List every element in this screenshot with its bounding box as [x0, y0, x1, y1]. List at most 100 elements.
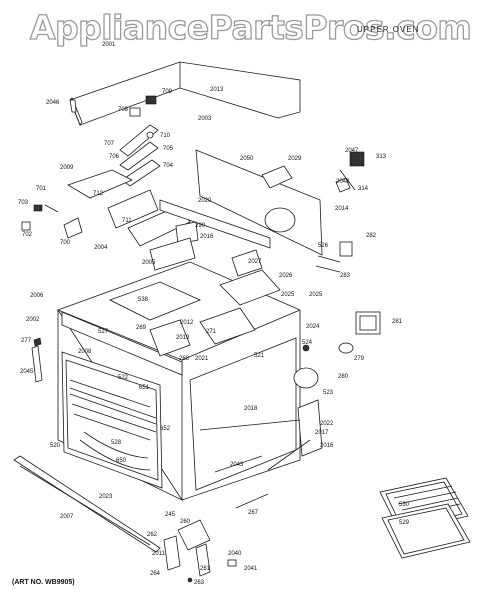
callout-labels: 2001 2046 708 709 2013 2003 707 710 706 705 704 200…: [18, 42, 410, 586]
part-callout-label: 2014: [335, 206, 349, 212]
part-callout-label: 2002: [26, 317, 40, 323]
broiler-pan-part: [379, 477, 471, 559]
part-callout-label: 2022: [320, 421, 334, 427]
part-callout-label: 290: [195, 223, 206, 229]
part-callout-label: 2024: [306, 324, 320, 330]
part-callout-label: 2009: [60, 165, 74, 171]
part-callout-label: 264: [150, 571, 161, 577]
part-callout-label: 282: [366, 233, 377, 239]
part-callout-label: 2021: [195, 356, 209, 362]
part-callout-label: 2001: [102, 42, 116, 48]
part-callout-label: 707: [104, 141, 115, 147]
part-callout-label: 279: [354, 356, 365, 362]
part-callout-label: 711: [122, 218, 132, 224]
part-callout-label: 2048: [336, 179, 350, 185]
part-callout-label: 703: [18, 200, 29, 206]
part-callout-label: 710: [160, 133, 171, 139]
part-callout-label: 277: [21, 338, 32, 344]
part-callout-label: 314: [358, 186, 369, 192]
bottom-hinge-parts: [163, 519, 237, 583]
part-callout-label: 704: [163, 163, 174, 169]
left-plate-part: [67, 169, 191, 247]
section-title: UPPER OVEN: [357, 25, 420, 34]
part-callout-label: 262: [147, 532, 158, 538]
right-hardware-part: [315, 241, 353, 273]
small-left-parts: [21, 204, 83, 239]
part-callout-label: 538: [138, 297, 149, 303]
part-callout-label: 529: [399, 520, 410, 526]
part-callout-label: 524: [302, 340, 313, 346]
part-callout-label: 705: [163, 146, 174, 152]
part-callout-label: 2026: [279, 273, 293, 279]
part-callout-label: 2027: [248, 259, 262, 265]
part-callout-label: 260: [180, 519, 191, 525]
part-callout-label: 2018: [244, 406, 258, 412]
part-callout-label: 245: [165, 512, 176, 518]
site-watermark: AppliancePartsPros.com: [29, 7, 472, 47]
part-callout-label: 520: [50, 443, 61, 449]
part-callout-label: 706: [109, 154, 120, 160]
part-callout-label: 2005: [142, 260, 156, 266]
part-callout-label: 522: [118, 375, 129, 381]
part-callout-label: 2020: [198, 198, 212, 204]
part-callout-label: 702: [22, 232, 33, 238]
oven-cavity-part: [61, 351, 163, 489]
part-callout-label: 528: [111, 440, 122, 446]
oven-body-part: [56, 261, 301, 502]
part-callout-label: 269: [136, 325, 147, 331]
part-callout-label: 650: [116, 458, 127, 464]
part-callout-label: 2003: [198, 116, 212, 122]
part-callout-label: 652: [160, 426, 171, 432]
part-callout-label: 2004: [94, 245, 108, 251]
part-callout-label: 2025: [309, 292, 323, 298]
side-strip-part: [31, 337, 43, 383]
mid-bracket-part: [149, 199, 271, 277]
part-callout-label: 2013: [210, 87, 224, 93]
part-callout-label: 2016: [320, 443, 334, 449]
part-callout-label: 2050: [240, 156, 254, 162]
art-number: (ART NO. WB9905): [12, 579, 75, 586]
part-callout-label: 530: [399, 502, 410, 508]
rear-panel-part: [195, 149, 323, 256]
part-callout-label: 2040: [228, 551, 242, 557]
part-callout-label: 527: [98, 329, 109, 335]
part-callout-label: 271: [206, 329, 217, 335]
part-callout-label: 2025: [281, 292, 295, 298]
fan-motor-part: [335, 151, 365, 193]
part-callout-label: 267: [248, 510, 259, 516]
part-callout-label: 2045: [20, 369, 34, 375]
part-callout-label: 2007: [60, 514, 74, 520]
part-callout-label: 2046: [46, 100, 60, 106]
part-callout-label: 261: [200, 566, 211, 572]
part-callout-label: 2012: [180, 320, 194, 326]
part-callout-label: 521: [254, 353, 265, 359]
part-callout-label: 313: [376, 154, 387, 160]
part-callout-label: 2017: [315, 430, 329, 436]
part-callout-label: 263: [194, 580, 205, 586]
part-callout-label: 2008: [78, 349, 92, 355]
part-callout-label: 2006: [30, 293, 44, 299]
part-callout-label: 281: [392, 319, 403, 325]
part-callout-label: 2011: [152, 551, 166, 557]
part-callout-label: 712: [93, 191, 104, 197]
part-callout-label: 651: [139, 385, 150, 391]
part-callout-label: 280: [338, 374, 349, 380]
part-callout-label: 2043: [230, 462, 244, 468]
part-callout-label: 268: [179, 356, 190, 362]
part-callout-label: 526: [318, 243, 329, 249]
part-callout-label: 283: [340, 273, 351, 279]
part-callout-label: 2047: [345, 148, 359, 154]
part-callout-label: 2041: [244, 566, 258, 572]
part-callout-label: 701: [36, 186, 47, 192]
part-callout-label: 2023: [99, 494, 113, 500]
right-side-parts: [199, 311, 381, 509]
part-callout-label: 709: [162, 89, 173, 95]
part-callout-label: 2029: [288, 156, 302, 162]
front-trim-part: [13, 455, 161, 553]
part-callout-label: 2016: [200, 234, 214, 240]
top-cover-part: [69, 61, 301, 126]
part-callout-label: 708: [118, 107, 129, 113]
part-callout-label: 2019: [176, 335, 190, 341]
